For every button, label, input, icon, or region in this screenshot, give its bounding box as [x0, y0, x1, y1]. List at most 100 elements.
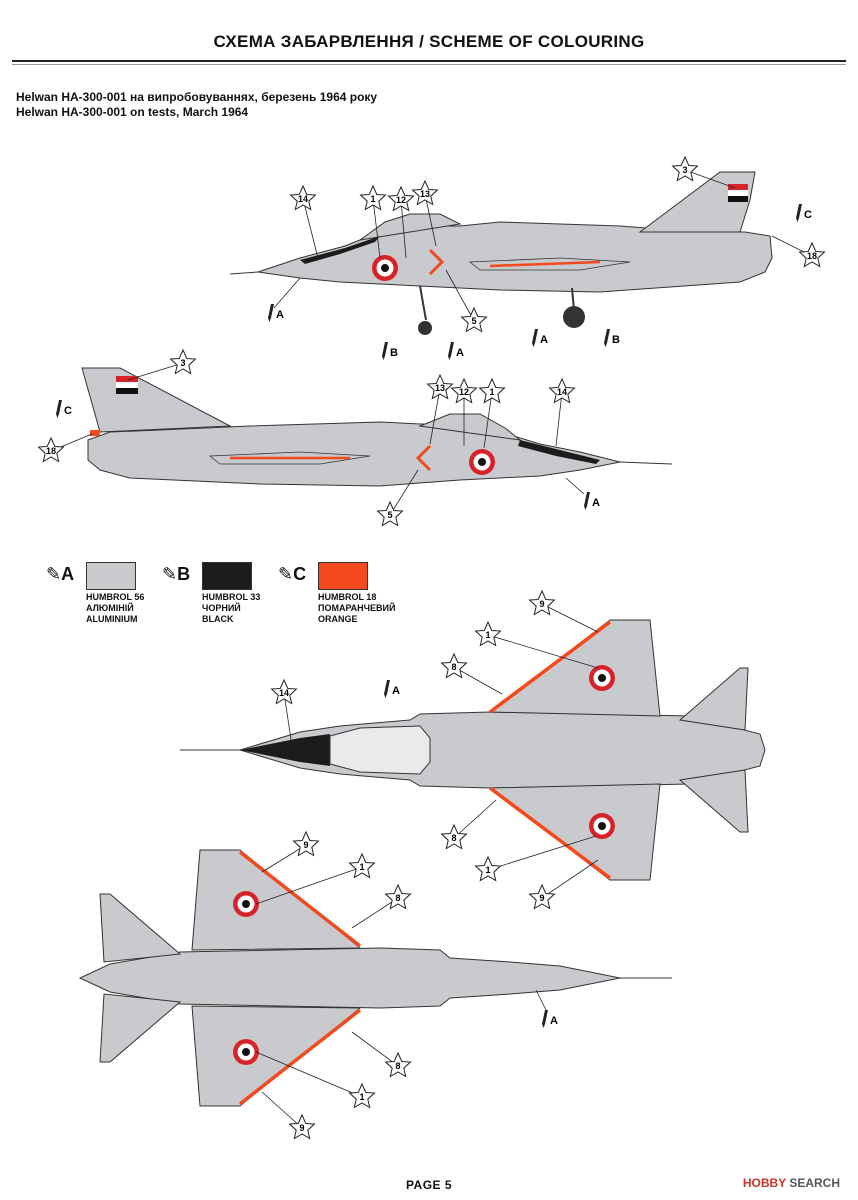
callout-5-side-1: 5 [461, 307, 487, 332]
callout-8-top-2: 8 [441, 824, 467, 849]
callout-12-side-1: 12 [388, 186, 414, 211]
page-number: PAGE 5 [405, 1178, 453, 1192]
main-wheel-1 [563, 306, 585, 328]
callout-1-bottom-2: 1 [349, 1083, 375, 1108]
swatch-aluminium [86, 562, 136, 590]
paint-pointer-a3-side-1: A [532, 329, 548, 347]
pitot-2 [619, 461, 673, 465]
paint-leader-a-side-1 [273, 277, 301, 309]
nose-antiglare-1 [300, 236, 380, 264]
svg-text:1: 1 [359, 862, 364, 872]
svg-text:A: A [392, 685, 400, 697]
flag-fin-1-white [728, 190, 748, 196]
chevron-1 [428, 248, 445, 276]
nose-wheel-1 [418, 321, 432, 335]
svg-text:14: 14 [557, 387, 567, 397]
nose-antiglare-2 [518, 440, 600, 464]
paint-pointer-a-top: A [384, 680, 400, 698]
fuselage-bottom [78, 947, 621, 1009]
svg-text:8: 8 [451, 833, 456, 843]
svg-text:C: C [804, 209, 812, 221]
flag-fin-2 [116, 376, 138, 382]
svg-text:C: C [64, 405, 72, 417]
paint-pointer-a-bottom: A [542, 1010, 558, 1028]
svg-text:3: 3 [682, 165, 687, 175]
fin-side-1 [638, 171, 756, 233]
chevron-2 [415, 444, 432, 472]
callout-9-bottom-1: 9 [293, 831, 319, 856]
svg-text:1: 1 [359, 1092, 364, 1102]
callout-12-side-2: 12 [451, 378, 477, 403]
legend-c-text: HUMBROL 18 ПОМАРАНЧЕВИЙ ORANGE [318, 592, 396, 624]
top-view [180, 619, 766, 881]
callout-stars: 14 1 12 13 3 5 18 3 13 12 1 14 5 18 9 1 … [38, 156, 825, 1139]
bottom-view [78, 849, 672, 1107]
callout-3-side-1: 3 [672, 156, 698, 181]
wing-leading-edge-bottom-1 [238, 850, 362, 948]
paint-pointer-a-side-1: A [268, 304, 284, 322]
svg-text:9: 9 [539, 893, 544, 903]
paint-pointer-b2-side-1: B [604, 329, 620, 347]
callout-5-side-2: 5 [377, 501, 403, 526]
svg-text:A: A [540, 334, 548, 346]
callout-9-bottom-2: 9 [289, 1114, 315, 1139]
nose-gear-1 [419, 285, 427, 321]
flag-fin-2-black [116, 388, 138, 394]
tailplane-top-upper [678, 667, 749, 731]
legend-c-letter: ✎C [278, 564, 307, 584]
svg-text:1: 1 [485, 630, 490, 640]
svg-text:8: 8 [395, 893, 400, 903]
wing-bottom-lower [191, 1005, 362, 1107]
side-view-right [81, 367, 673, 487]
callout-1-side-2: 1 [479, 378, 505, 403]
svg-text:A: A [550, 1015, 558, 1027]
svg-text:1: 1 [489, 387, 494, 397]
callout-8-bottom-1: 8 [385, 884, 411, 909]
canopy-side-1 [359, 213, 462, 241]
paint-pointer-c-side-2: C [56, 400, 72, 418]
svg-text:9: 9 [539, 599, 544, 609]
callout-1-bottom-1: 1 [349, 853, 375, 878]
legend-a-text: HUMBROL 56 АЛЮМІНІЙ ALUMINIUM [86, 592, 145, 624]
canopy-side-2 [418, 413, 522, 441]
svg-text:18: 18 [46, 446, 56, 456]
header: СХЕМА ЗАБАРВЛЕННЯ / SCHEME OF COLOURING [12, 18, 846, 68]
caption: Helwan HA-300-001 на випробовуваннях, бе… [16, 90, 377, 120]
header-rule-thin [12, 64, 846, 65]
tailplane-bottom-upper [99, 893, 182, 963]
legend-b-letter: ✎B [162, 564, 191, 584]
swatch-orange [318, 562, 368, 590]
callout-8-top-1: 8 [441, 653, 467, 678]
legend-b-text: HUMBROL 33 ЧОРНИЙ BLACK [202, 592, 261, 624]
wing-leading-edge-bottom-2 [238, 1008, 362, 1106]
paint-pointers: A B A A B C C A A A [56, 204, 812, 1028]
wing-leading-edge-top-1 [488, 620, 612, 714]
callout-3-side-2: 3 [170, 349, 196, 374]
roundel-side-1 [372, 255, 398, 281]
svg-text:5: 5 [471, 316, 476, 326]
paint-leader-a-side-2 [565, 477, 585, 495]
callout-18-side-2: 18 [38, 437, 64, 462]
flag-fin-2-white [116, 382, 138, 388]
paint-pointer-c-side-1: C [796, 204, 812, 222]
wing-bottom-upper [191, 849, 362, 951]
fin-side-2 [81, 367, 232, 433]
callout-8-bottom-2: 8 [385, 1052, 411, 1077]
callout-14-side-2: 14 [549, 378, 575, 403]
caption-line-ua: Helwan HA-300-001 на випробовуваннях, бе… [16, 90, 378, 104]
svg-text:8: 8 [451, 662, 456, 672]
svg-text:A: A [456, 347, 464, 359]
callout-1-side-1: 1 [360, 185, 386, 210]
callout-18-side-1: 18 [799, 242, 825, 267]
callout-14-top: 14 [271, 679, 297, 704]
pitot-1 [229, 271, 259, 275]
roundel-bottom-2 [233, 1039, 259, 1065]
callout-14-side-1: 14 [290, 185, 316, 210]
svg-text:B: B [390, 347, 398, 359]
paint-pointer-a2-side-1: A [448, 342, 464, 360]
paint-leader-a-bottom [535, 989, 547, 1011]
wing-leading-edge-top-2 [488, 786, 612, 880]
legend-b: ✎B HUMBROL 33 ЧОРНИЙ BLACK [162, 562, 260, 624]
svg-text:14: 14 [298, 194, 308, 204]
